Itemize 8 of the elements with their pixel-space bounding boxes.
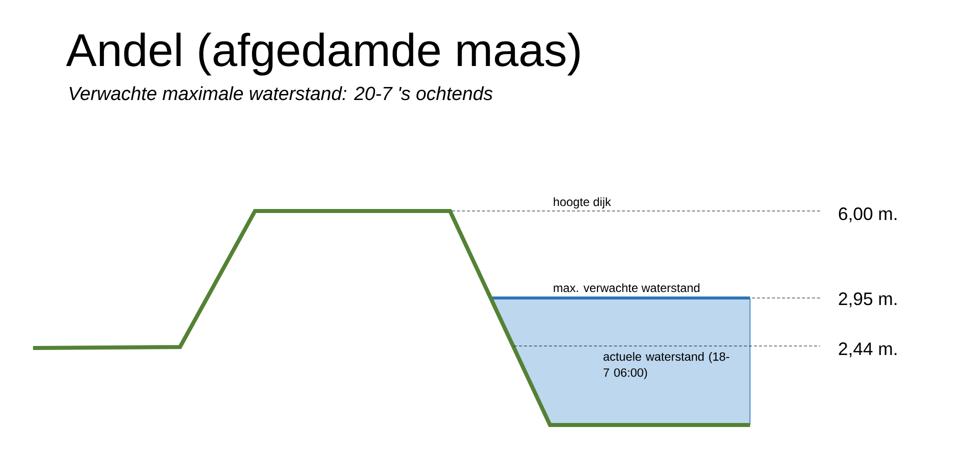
level-value: 2,44 m.: [838, 342, 896, 358]
level-value: 6,00 m.: [838, 207, 896, 222]
title: Andel (afgedamde maas): [66, 32, 580, 76]
line-label: max. verwachte waterstand: [554, 283, 700, 292]
subtitle: Verwachte maximale waterstand: 20-7 's ochtends: [70, 86, 493, 100]
line-label: hoogte dijk: [554, 197, 612, 208]
level-value: 2,95 m.: [838, 292, 896, 308]
water-label: actuele waterstand (18-7 06:00): [604, 352, 730, 380]
